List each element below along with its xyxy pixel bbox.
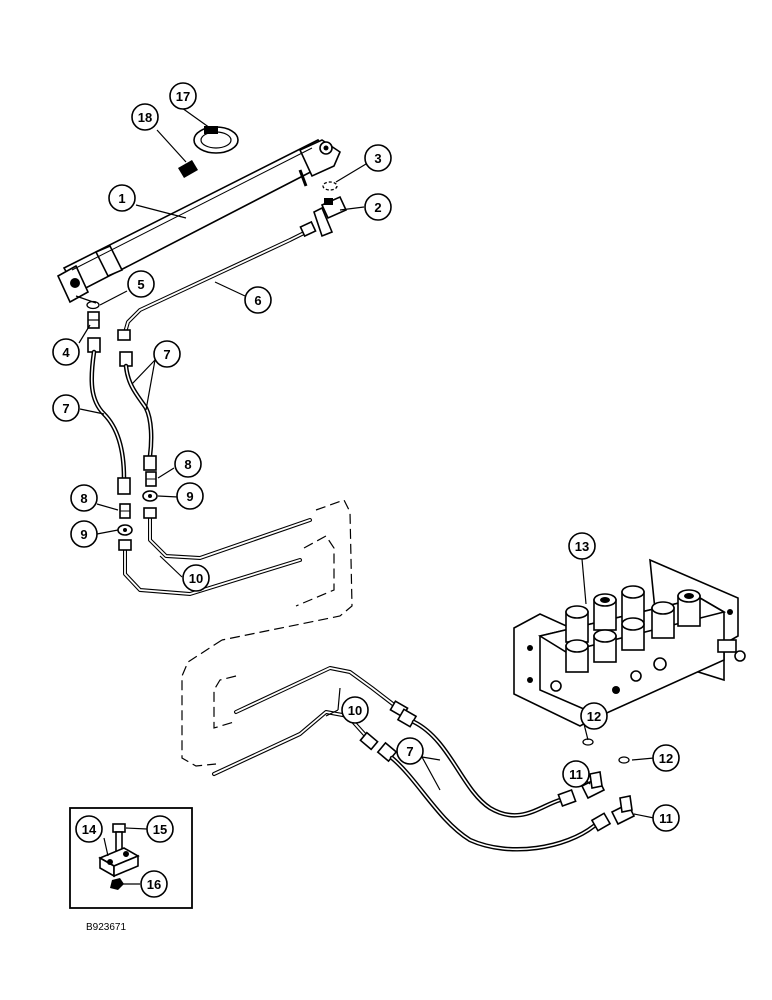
- callout-label: 16: [147, 877, 161, 892]
- hose: [376, 741, 612, 852]
- callout-label: 9: [80, 527, 87, 542]
- callout-17: 17: [169, 82, 197, 110]
- tube: [117, 220, 317, 341]
- callout-label: 12: [659, 751, 673, 766]
- routing-outline: [181, 639, 223, 767]
- nut: [142, 490, 158, 502]
- routing-outline: [295, 535, 335, 607]
- tube: [143, 507, 312, 560]
- callout-label: 6: [254, 293, 261, 308]
- elbow-fitting: [610, 795, 636, 826]
- elbow-fitting: [313, 195, 348, 238]
- callout-label: 11: [569, 767, 583, 782]
- leader-lines: [78, 107, 655, 885]
- hose: [396, 708, 577, 818]
- o-ring: [618, 756, 630, 764]
- callout-9: 9: [70, 520, 98, 548]
- hydraulic-cylinder: [56, 138, 341, 304]
- callout-11: 11: [562, 760, 590, 788]
- nut: [110, 878, 124, 890]
- tube: [234, 666, 409, 718]
- callout-label: 2: [374, 200, 381, 215]
- callout-6: 6: [244, 286, 272, 314]
- callout-label: 7: [163, 347, 170, 362]
- callout-12: 12: [652, 744, 680, 772]
- callout-label: 10: [348, 703, 362, 718]
- callout-15: 15: [146, 815, 174, 843]
- callout-label: 14: [82, 822, 97, 837]
- callout-label: 5: [137, 277, 144, 292]
- callout-1: 1: [108, 184, 136, 212]
- connector: [145, 471, 157, 487]
- callout-12: 12: [580, 702, 608, 730]
- callout-5: 5: [127, 270, 155, 298]
- callout-2: 2: [364, 193, 392, 221]
- callout-label: 7: [62, 401, 69, 416]
- routing-outline: [213, 675, 237, 729]
- callout-4: 4: [52, 338, 80, 366]
- callout-label: 3: [374, 151, 381, 166]
- callout-label: 8: [80, 491, 87, 506]
- callout-label: 10: [189, 571, 203, 586]
- nut: [117, 524, 133, 536]
- elbow-fitting: [580, 771, 606, 800]
- hose-clamp: [193, 126, 239, 154]
- callout-label: 4: [62, 345, 70, 360]
- o-ring: [322, 181, 338, 191]
- tube: [118, 539, 302, 596]
- clamp-block: [98, 847, 140, 878]
- callout-13: 13: [568, 532, 596, 560]
- callout-label: 15: [153, 822, 167, 837]
- callout-label: 1: [118, 191, 125, 206]
- connector: [87, 311, 100, 329]
- routing-outline: [221, 499, 353, 641]
- callout-label: 17: [176, 89, 190, 104]
- callout-8: 8: [70, 484, 98, 512]
- callout-label: 7: [406, 744, 413, 759]
- callout-label: 11: [659, 811, 673, 826]
- callout-18: 18: [131, 103, 159, 131]
- hose: [119, 351, 157, 471]
- callout-label: 18: [138, 110, 152, 125]
- callout-9: 9: [176, 482, 204, 510]
- sleeve: [178, 160, 198, 178]
- control-valve-bank: [513, 558, 746, 727]
- callout-14: 14: [75, 815, 103, 843]
- callout-10: 10: [341, 696, 369, 724]
- callout-10: 10: [182, 564, 210, 592]
- callout-label: 8: [184, 457, 191, 472]
- callout-8: 8: [174, 450, 202, 478]
- callout-7: 7: [396, 737, 424, 765]
- callout-label: 13: [575, 539, 589, 554]
- connector: [119, 503, 131, 519]
- callout-7: 7: [52, 394, 80, 422]
- callout-11: 11: [652, 804, 680, 832]
- callout-label: 9: [186, 489, 193, 504]
- callout-3: 3: [364, 144, 392, 172]
- callout-7: 7: [153, 340, 181, 368]
- figure-reference: B923671: [86, 922, 126, 933]
- o-ring: [86, 300, 100, 310]
- callout-16: 16: [140, 870, 168, 898]
- callout-label: 12: [587, 709, 601, 724]
